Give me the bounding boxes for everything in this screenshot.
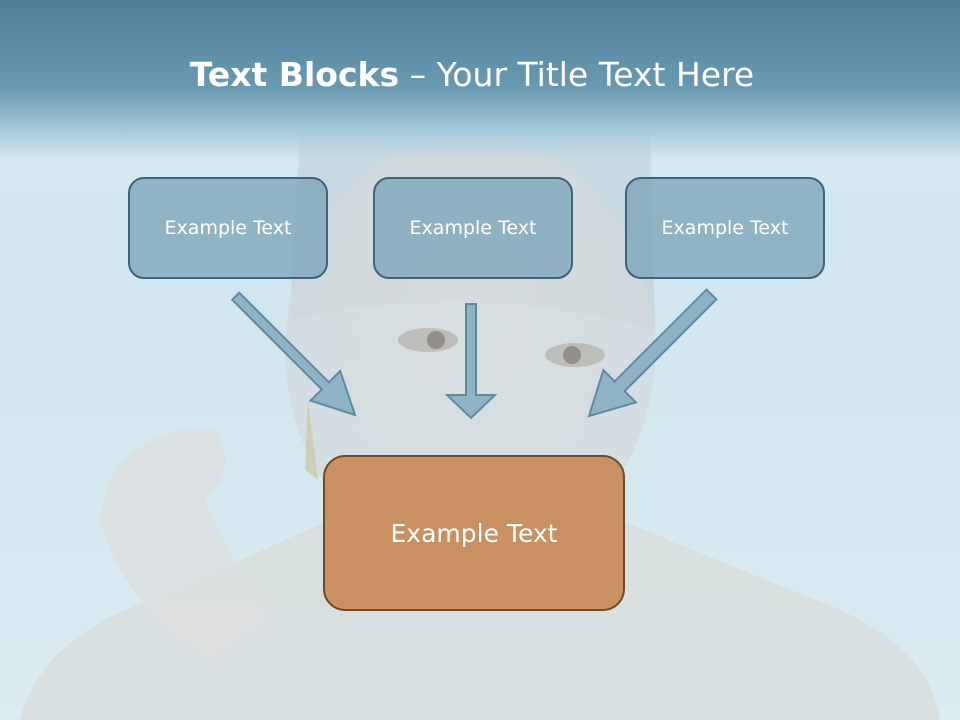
text-block-center[interactable]: Example Text — [373, 177, 573, 279]
text-block-right-label: Example Text — [661, 217, 789, 239]
title-rest-text: Your Title Text Here — [436, 55, 755, 94]
arrow-center — [444, 303, 498, 420]
text-block-center-label: Example Text — [409, 217, 537, 239]
text-block-left-label: Example Text — [164, 217, 292, 239]
arrow-right — [587, 288, 718, 418]
arrow-left — [230, 291, 357, 417]
text-block-main-label: Example Text — [390, 518, 558, 548]
title-dash: – — [399, 55, 437, 94]
title-bar — [0, 0, 960, 160]
text-block-right[interactable]: Example Text — [625, 177, 825, 279]
slide-title: Text Blocks – Your Title Text Here — [0, 52, 944, 98]
text-block-left[interactable]: Example Text — [128, 177, 328, 279]
text-block-main[interactable]: Example Text — [323, 455, 625, 611]
title-bold-text: Text Blocks — [189, 55, 400, 94]
